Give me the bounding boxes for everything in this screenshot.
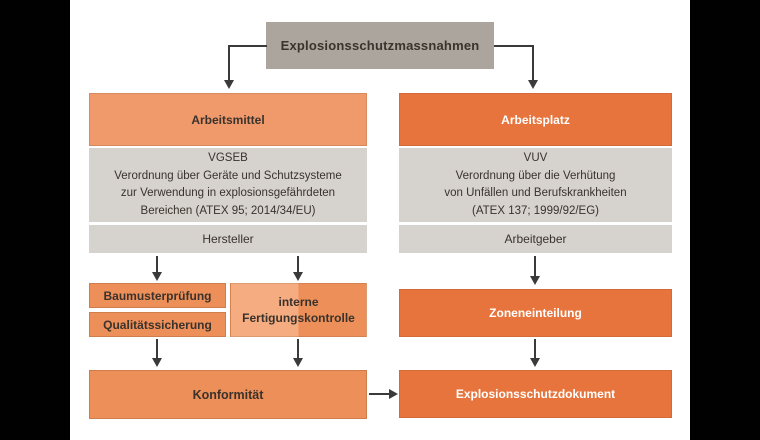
arrowhead-root-to-arbeitsmittel	[224, 80, 234, 89]
arrowhead-to-interne	[293, 272, 303, 281]
vgseb-title: VGSEB	[208, 152, 248, 164]
konformitaet-label: Konformität	[192, 387, 264, 402]
vuv-line-2: von Unfällen und Berufskrankheiten	[444, 187, 627, 199]
arrowhead-zonen-dokument	[530, 358, 540, 367]
left-black-bar	[0, 0, 70, 440]
connector-qualitaet-konformitaet	[156, 339, 158, 360]
arrowhead-qualitaet-konformitaet	[152, 358, 162, 367]
connector-arbeitgeber-zonen	[534, 256, 536, 278]
node-vgseb-regulation: VGSEB Verordnung über Geräte und Schutzs…	[89, 148, 367, 222]
arrowhead-arbeitgeber-zonen	[530, 276, 540, 285]
connector-hersteller-baumuster	[156, 256, 158, 274]
node-arbeitgeber: Arbeitgeber	[399, 225, 672, 253]
node-qualitaetssicherung: Qualitätssicherung	[89, 312, 226, 337]
interne-label-line1: interne	[278, 295, 319, 309]
vgseb-line-2: zur Verwendung in explosionsgefährdeten	[120, 187, 336, 199]
interne-label-line2: Fertigungskontrolle	[242, 311, 355, 325]
vuv-line-1: Verordnung über die Verhütung	[455, 169, 616, 182]
arbeitsplatz-label: Arbeitsplatz	[501, 112, 570, 127]
arbeitgeber-label: Arbeitgeber	[504, 232, 567, 246]
node-interne-fertigungskontrolle: interne Fertigungskontrolle	[230, 283, 367, 337]
vuv-title: VUV	[523, 152, 548, 164]
zoneneinteilung-label: Zoneneinteilung	[489, 306, 582, 320]
vgseb-line-3: Bereichen (ATEX 95; 2014/34/EU)	[140, 204, 316, 217]
connector-konformitaet-dokument	[369, 393, 389, 395]
root-node: Explosionsschutzmassnahmen	[266, 22, 494, 69]
connector-root-left-horizontal	[229, 45, 267, 47]
connector-root-right-horizontal	[494, 45, 533, 47]
connector-interne-konformitaet	[297, 339, 299, 360]
arrowhead-konformitaet-dokument	[389, 389, 398, 399]
qualitaetssicherung-label: Qualitätssicherung	[103, 317, 212, 332]
node-zoneneinteilung: Zoneneinteilung	[399, 289, 672, 337]
connector-root-left-vertical	[228, 45, 230, 82]
node-arbeitsplatz: Arbeitsplatz	[399, 93, 672, 146]
connector-root-right-vertical	[532, 45, 534, 82]
vgseb-line-1: Verordnung über Geräte und Schutzsysteme	[114, 169, 342, 182]
explosionsschutzdokument-label: Explosionsschutzdokument	[455, 387, 616, 401]
connector-zonen-dokument	[534, 339, 536, 360]
connector-hersteller-interne	[297, 256, 299, 274]
baumusterpruefung-label: Baumusterprüfung	[103, 288, 212, 303]
vuv-line-3: (ATEX 137; 1999/92/EG)	[472, 204, 599, 217]
node-hersteller: Hersteller	[89, 225, 367, 253]
node-baumusterpruefung: Baumusterprüfung	[89, 283, 226, 308]
arrowhead-interne-konformitaet	[293, 358, 303, 367]
node-explosionsschutzdokument: Explosionsschutzdokument	[399, 370, 672, 418]
right-black-bar	[690, 0, 760, 440]
arrowhead-to-baumuster	[152, 272, 162, 281]
node-arbeitsmittel: Arbeitsmittel	[89, 93, 367, 146]
hersteller-label: Hersteller	[202, 232, 254, 246]
node-vuv-regulation: VUV Verordnung über die Verhütung von Un…	[399, 148, 672, 222]
node-konformitaet: Konformität	[89, 370, 367, 419]
arrowhead-root-to-arbeitsplatz	[528, 80, 538, 89]
arbeitsmittel-label: Arbeitsmittel	[191, 112, 265, 127]
root-label: Explosionsschutzmassnahmen	[280, 38, 480, 53]
